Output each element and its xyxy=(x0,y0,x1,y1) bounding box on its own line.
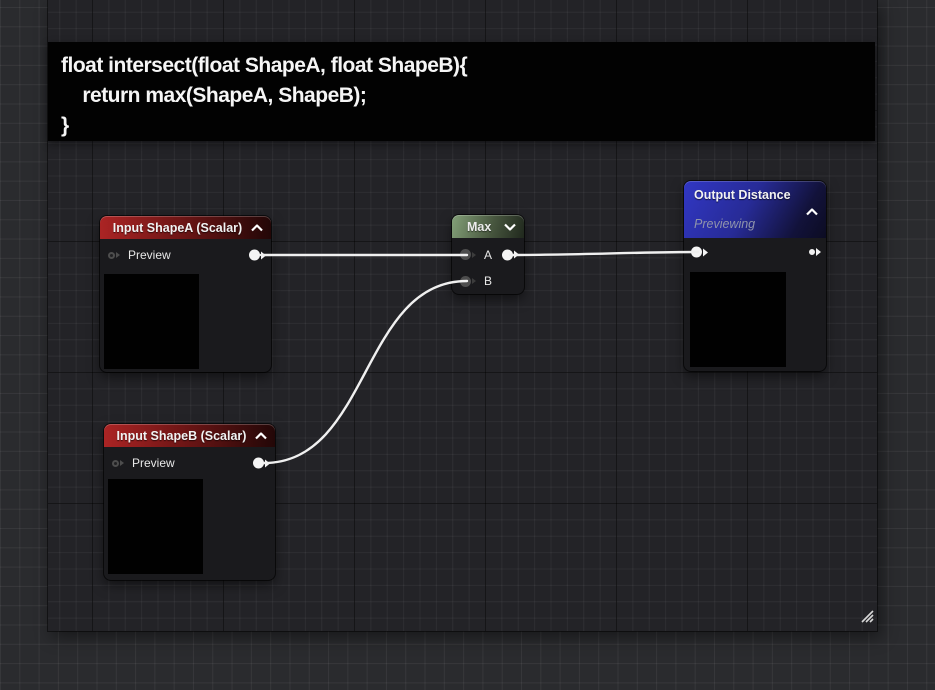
pin-arrow-icon xyxy=(703,248,708,256)
pin-arrow-icon xyxy=(120,460,124,466)
pin-a-label: A xyxy=(484,247,493,262)
preview-thumbnail xyxy=(108,479,203,574)
ghost-pin-icon xyxy=(108,251,115,259)
resize-handle-icon[interactable] xyxy=(861,610,874,628)
wire-shapeb-to-max-b xyxy=(262,279,469,465)
chevron-up-icon[interactable] xyxy=(251,224,263,231)
chevron-down-icon[interactable] xyxy=(504,223,516,230)
output-pin[interactable] xyxy=(502,249,519,260)
chevron-up-icon[interactable] xyxy=(806,208,818,216)
node-input-shapea[interactable]: Input ShapeA (Scalar) Preview xyxy=(100,216,271,372)
node-title: Input ShapeA (Scalar) xyxy=(112,220,243,235)
pin-arrow-icon xyxy=(472,278,476,284)
preview-toggle-pin[interactable] xyxy=(108,251,120,259)
node-title: Output Distance xyxy=(694,188,791,202)
connected-pin-icon xyxy=(691,246,702,258)
chevron-up-icon[interactable] xyxy=(255,432,267,439)
node-output-header[interactable]: Output Distance Previewing xyxy=(684,181,826,238)
wire-max-to-output xyxy=(508,250,700,257)
connected-pin-icon xyxy=(502,249,513,260)
preview-toggle-pin[interactable] xyxy=(112,459,124,467)
hollow-pin-icon xyxy=(809,249,815,255)
node-max-header[interactable]: Max xyxy=(452,215,524,238)
pin-row-b: B xyxy=(452,269,524,293)
ghost-pin-icon xyxy=(112,459,119,467)
node-input-shapeb[interactable]: Input ShapeB (Scalar) Preview xyxy=(104,424,275,580)
input-pin[interactable] xyxy=(691,246,708,258)
gray-pin-icon xyxy=(460,249,471,260)
output-pin[interactable] xyxy=(253,457,270,469)
pin-b-label: B xyxy=(484,274,493,288)
preview-thumbnail xyxy=(690,272,786,367)
code-banner: float intersect(float ShapeA, float Shap… xyxy=(48,42,875,141)
pin-arrow-icon xyxy=(472,251,476,258)
pin-arrow-icon xyxy=(514,250,519,259)
connected-pin-icon xyxy=(253,457,264,469)
pin-arrow-icon xyxy=(116,252,120,258)
pin-row-a: A xyxy=(452,240,524,269)
code-line: } xyxy=(61,114,69,137)
pin-arrow-icon xyxy=(265,459,270,467)
input-pin-b[interactable] xyxy=(460,275,476,287)
preview-row: Preview xyxy=(104,447,275,479)
node-output-distance[interactable]: Output Distance Previewing xyxy=(684,181,826,371)
graph-canvas[interactable]: float intersect(float ShapeA, float Shap… xyxy=(48,0,877,631)
output-pin-row xyxy=(684,238,826,266)
node-title: Input ShapeB (Scalar) xyxy=(116,428,247,443)
preview-thumbnail xyxy=(104,274,199,369)
pin-arrow-icon xyxy=(261,251,266,259)
preview-label: Preview xyxy=(128,248,171,262)
previewing-status: Previewing xyxy=(694,217,756,231)
node-input-shapeb-header[interactable]: Input ShapeB (Scalar) xyxy=(104,424,275,447)
node-input-shapea-header[interactable]: Input ShapeA (Scalar) xyxy=(100,216,271,239)
code-line: float intersect(float ShapeA, float Shap… xyxy=(61,54,468,77)
node-max[interactable]: Max A B xyxy=(452,215,524,294)
pin-arrow-icon xyxy=(816,248,821,256)
preview-label: Preview xyxy=(132,456,175,470)
output-pin[interactable] xyxy=(249,249,266,261)
connected-pin-icon xyxy=(249,249,260,261)
preview-row: Preview xyxy=(100,239,271,271)
node-title: Max xyxy=(467,219,492,234)
code-line: return max(ShapeA, ShapeB); xyxy=(61,84,367,107)
output-pin[interactable] xyxy=(809,248,821,256)
gray-pin-icon xyxy=(460,275,471,287)
input-pin-a[interactable] xyxy=(460,249,476,260)
